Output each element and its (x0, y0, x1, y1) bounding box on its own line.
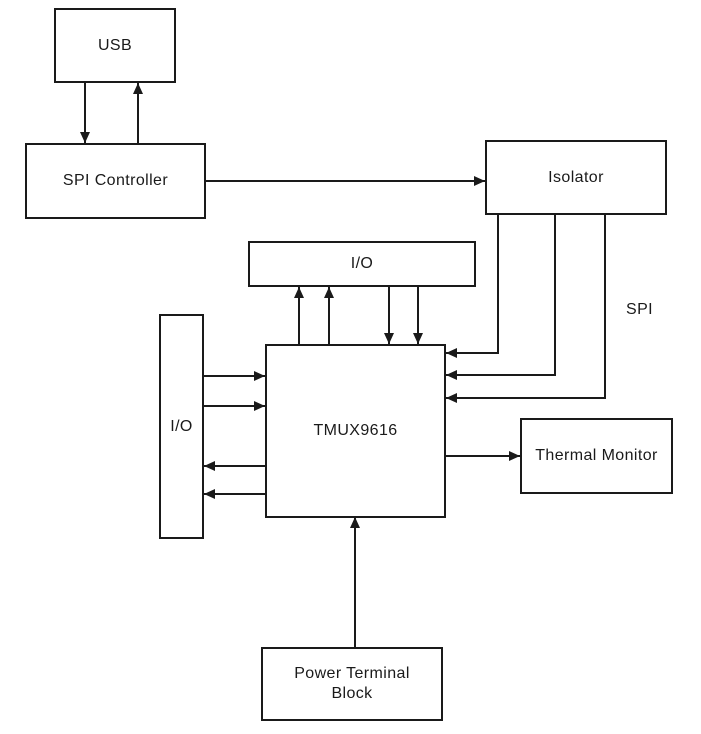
edge-tmux-to-io-top-1 (298, 287, 300, 344)
edge-tmux-to-io-left-1-arrowhead (204, 461, 215, 471)
edge-tmux-to-io-top-2 (328, 287, 330, 344)
edge-io-top-to-tmux-2 (417, 287, 419, 344)
node-io-left-label: I/O (170, 417, 193, 435)
edge-isolator-to-tmux-2-vertical (554, 215, 556, 376)
edge-usb-to-spi-controller (84, 83, 86, 143)
edge-spi-controller-to-usb (137, 83, 139, 143)
node-io-top: I/O (248, 241, 476, 287)
edge-io-top-to-tmux-2-arrowhead (413, 333, 423, 344)
edge-io-top-to-tmux-1-arrowhead (384, 333, 394, 344)
edge-io-left-to-tmux-1 (204, 375, 265, 377)
node-isolator: Isolator (485, 140, 667, 215)
node-thermal-monitor: Thermal Monitor (520, 418, 673, 494)
edge-spi-controller-to-isolator-arrowhead (474, 176, 485, 186)
edge-spi-controller-to-usb-arrowhead (133, 83, 143, 94)
edge-isolator-to-tmux-3-arrowhead (446, 393, 457, 403)
edge-isolator-to-tmux-1-arrowhead (446, 348, 457, 358)
edge-tmux-to-thermal-monitor-arrowhead (509, 451, 520, 461)
edge-io-top-to-tmux-1 (388, 287, 390, 344)
node-usb-label: USB (97, 36, 133, 54)
edge-power-terminal-block-to-tmux-arrowhead (350, 517, 360, 528)
edge-tmux-to-thermal-monitor (445, 455, 520, 457)
edge-isolator-to-tmux-1-vertical (497, 215, 499, 354)
spi-bus-label: SPI (626, 301, 653, 318)
edge-tmux-to-io-top-2-arrowhead (324, 287, 334, 298)
node-spi-controller: SPI Controller (25, 143, 206, 219)
edge-isolator-to-tmux-3-horizontal (446, 397, 606, 399)
edge-isolator-to-tmux-2-horizontal (446, 374, 556, 376)
edge-isolator-to-tmux-2-arrowhead (446, 370, 457, 380)
node-power-terminal-block: Power Terminal Block (261, 647, 443, 721)
edge-spi-controller-to-isolator (206, 180, 485, 182)
node-io-left: I/O (159, 314, 204, 539)
edge-io-left-to-tmux-2-arrowhead (254, 401, 265, 411)
edge-io-left-to-tmux-1-arrowhead (254, 371, 265, 381)
edge-usb-to-spi-controller-arrowhead (80, 132, 90, 143)
edge-tmux-to-io-left-2 (204, 493, 265, 495)
edge-power-terminal-block-to-tmux (354, 517, 356, 647)
node-power-terminal-block-label: Power Terminal Block (294, 665, 410, 702)
edge-tmux-to-io-left-1 (204, 465, 265, 467)
node-usb: USB (54, 8, 176, 83)
node-thermal-monitor-label: Thermal Monitor (535, 447, 658, 464)
node-io-top-label: I/O (350, 255, 374, 272)
edge-io-left-to-tmux-2 (204, 405, 265, 407)
node-tmux9616-label: TMUX9616 (313, 422, 398, 439)
edge-tmux-to-io-left-2-arrowhead (204, 489, 215, 499)
node-tmux9616: TMUX9616 (265, 344, 446, 518)
edge-isolator-to-tmux-3-vertical (604, 215, 606, 399)
node-spi-controller-label: SPI Controller (62, 172, 169, 189)
edge-tmux-to-io-top-1-arrowhead (294, 287, 304, 298)
node-isolator-label: Isolator (548, 168, 604, 186)
edge-isolator-to-tmux-1-horizontal (446, 352, 499, 354)
